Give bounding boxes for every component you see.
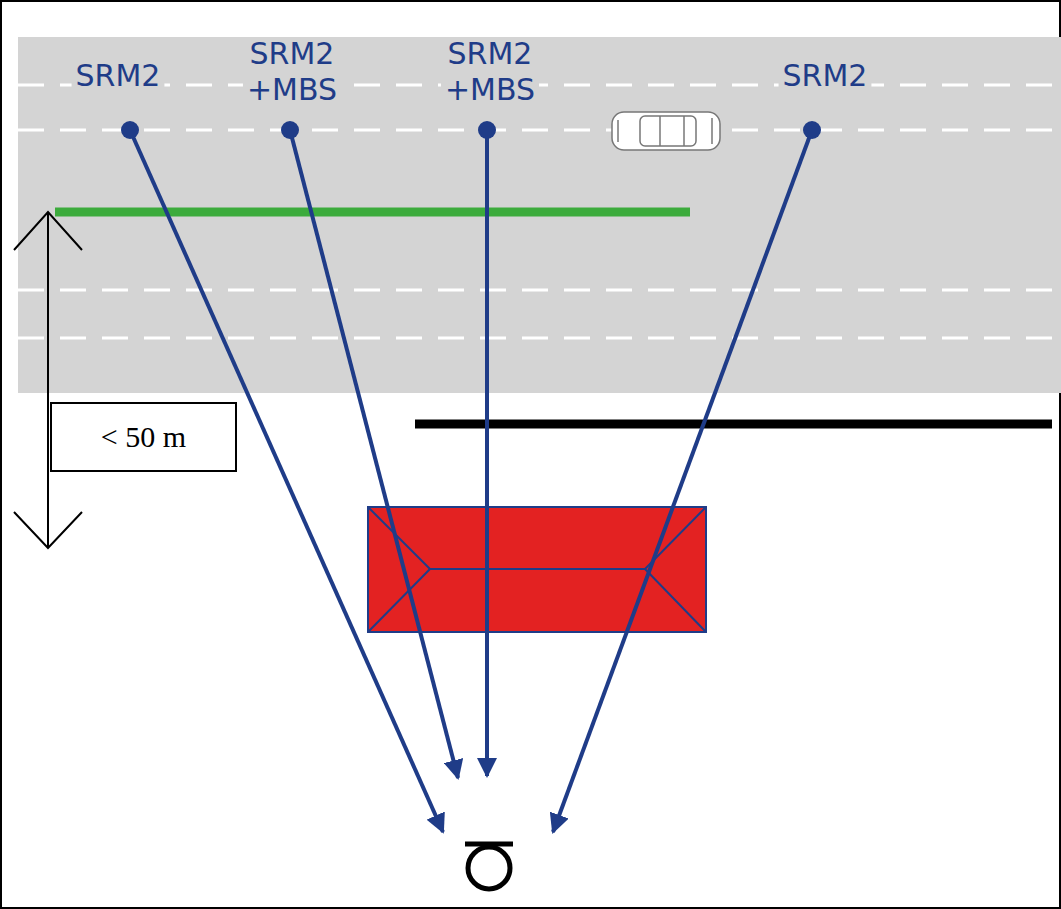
source-name: SRM2 bbox=[760, 58, 890, 94]
source-label: SRM2 bbox=[53, 58, 183, 94]
road bbox=[18, 37, 1061, 393]
source-dots bbox=[121, 121, 821, 139]
source-name: SRM2 bbox=[53, 58, 183, 94]
car bbox=[612, 112, 720, 150]
lane-markings bbox=[18, 85, 1061, 338]
source-name: SRM2 +MBS bbox=[227, 36, 357, 108]
noise-barrier bbox=[415, 420, 1052, 429]
building bbox=[368, 507, 706, 632]
source-name: SRM2 +MBS bbox=[425, 36, 555, 108]
sound-paths bbox=[130, 130, 812, 832]
dimension-label: < 50 m bbox=[101, 420, 186, 454]
receiver-symbol bbox=[465, 844, 513, 889]
dimension-arrow bbox=[14, 212, 82, 548]
green-line bbox=[55, 208, 690, 217]
dimension-box: < 50 m bbox=[50, 402, 237, 472]
source-label: SRM2 +MBS bbox=[425, 36, 555, 108]
source-label: SRM2 +MBS bbox=[227, 36, 357, 108]
source-label: SRM2 bbox=[760, 58, 890, 94]
